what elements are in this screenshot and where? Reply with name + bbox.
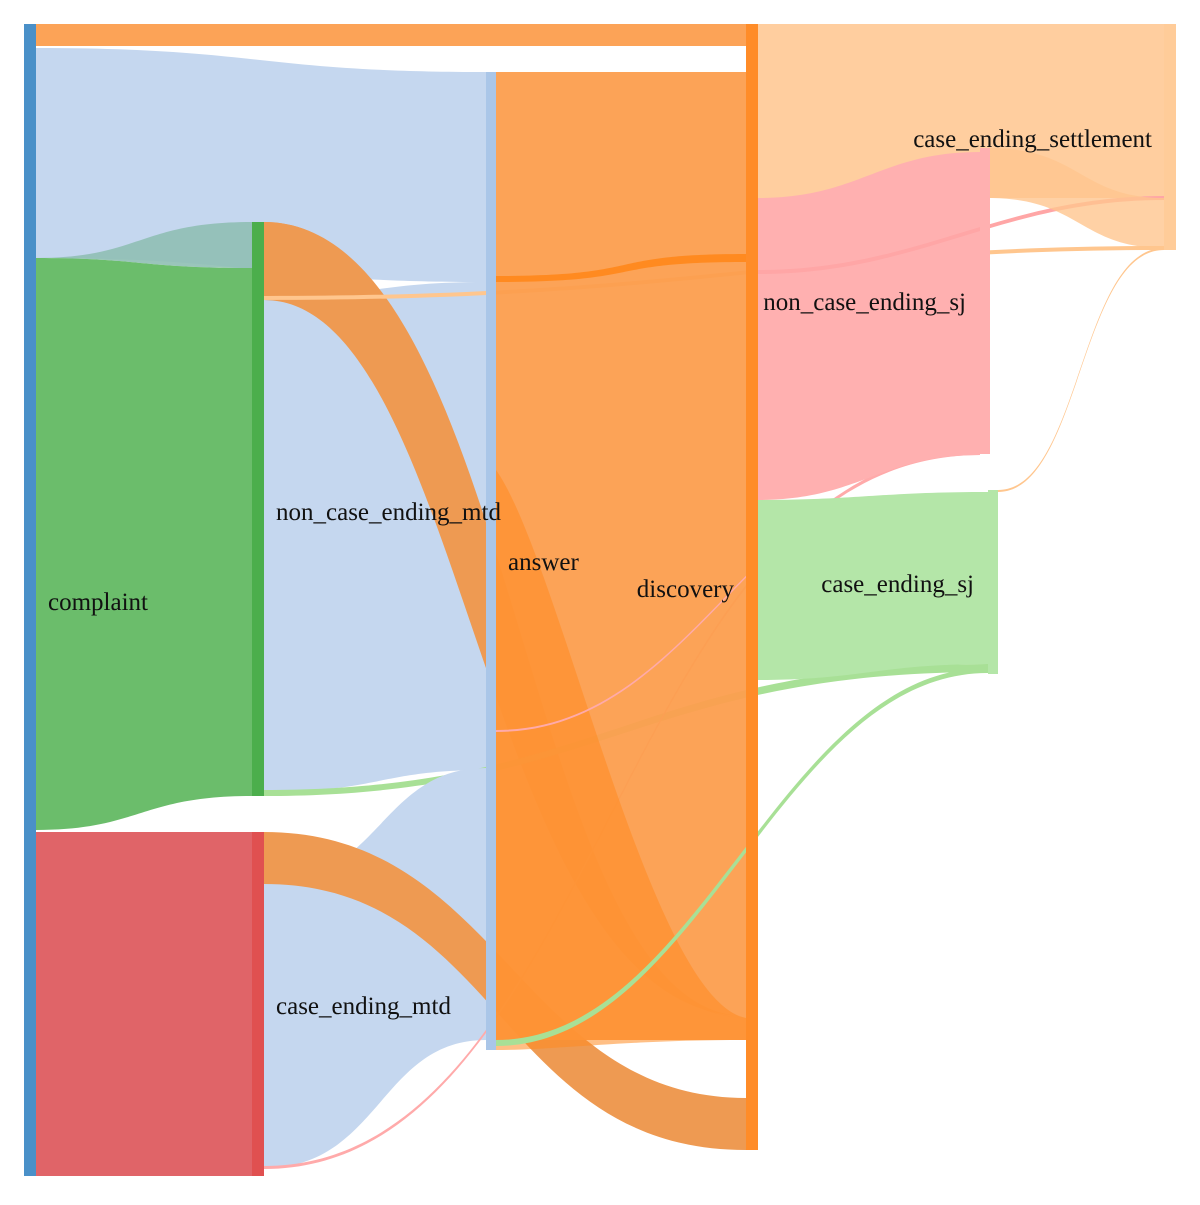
- label-non-case-ending-mtd: non_case_ending_mtd: [276, 499, 501, 526]
- links: [36, 24, 1164, 1176]
- link-complaint-answer: [36, 48, 486, 282]
- link-answer-cesj: [496, 668, 988, 1046]
- label-complaint: complaint: [48, 589, 148, 616]
- node-answer: [486, 72, 496, 1050]
- link-cemtd-answer: [264, 768, 486, 1168]
- link-discovery-ncesj: [758, 152, 980, 500]
- label-non-case-ending-sj: non_case_ending_sj: [763, 289, 966, 316]
- label-case-ending-sj: case_ending_sj: [821, 571, 974, 598]
- node-discovery: [746, 24, 758, 1150]
- label-answer: answer: [508, 549, 579, 576]
- node-non-case-ending-sj: [980, 148, 990, 454]
- node-case-ending-sj: [988, 490, 998, 674]
- link-complaint-discovery: [36, 24, 750, 46]
- node-case-ending-settlement: [1164, 24, 1176, 250]
- label-discovery: discovery: [637, 576, 735, 603]
- label-case-ending-mtd: case_ending_mtd: [276, 993, 451, 1020]
- node-complaint: [24, 24, 36, 1176]
- link-cesj-settlement: [998, 248, 1164, 492]
- link-discovery-cesj: [758, 492, 988, 680]
- labels: complaint non_case_ending_mtd case_endin…: [48, 126, 1152, 1020]
- link-answer-settlement: [496, 254, 746, 282]
- link-complaint-cemtd: [36, 832, 252, 1176]
- link-discovery-settlement-2: [758, 196, 1164, 274]
- label-case-ending-settlement: case_ending_settlement: [913, 126, 1152, 153]
- link-complaint-ncemtd: [36, 222, 252, 268]
- node-case-ending-mtd: [252, 832, 264, 1176]
- link-ncesj-settlement: [988, 148, 1164, 248]
- node-non-case-ending-mtd: [252, 222, 264, 796]
- link-answer-discovery-dark: [496, 470, 746, 1050]
- link-discovery-settlement: [758, 24, 1164, 198]
- link-complaint-ncemtd-main: [36, 258, 252, 830]
- nodes: [24, 24, 1176, 1176]
